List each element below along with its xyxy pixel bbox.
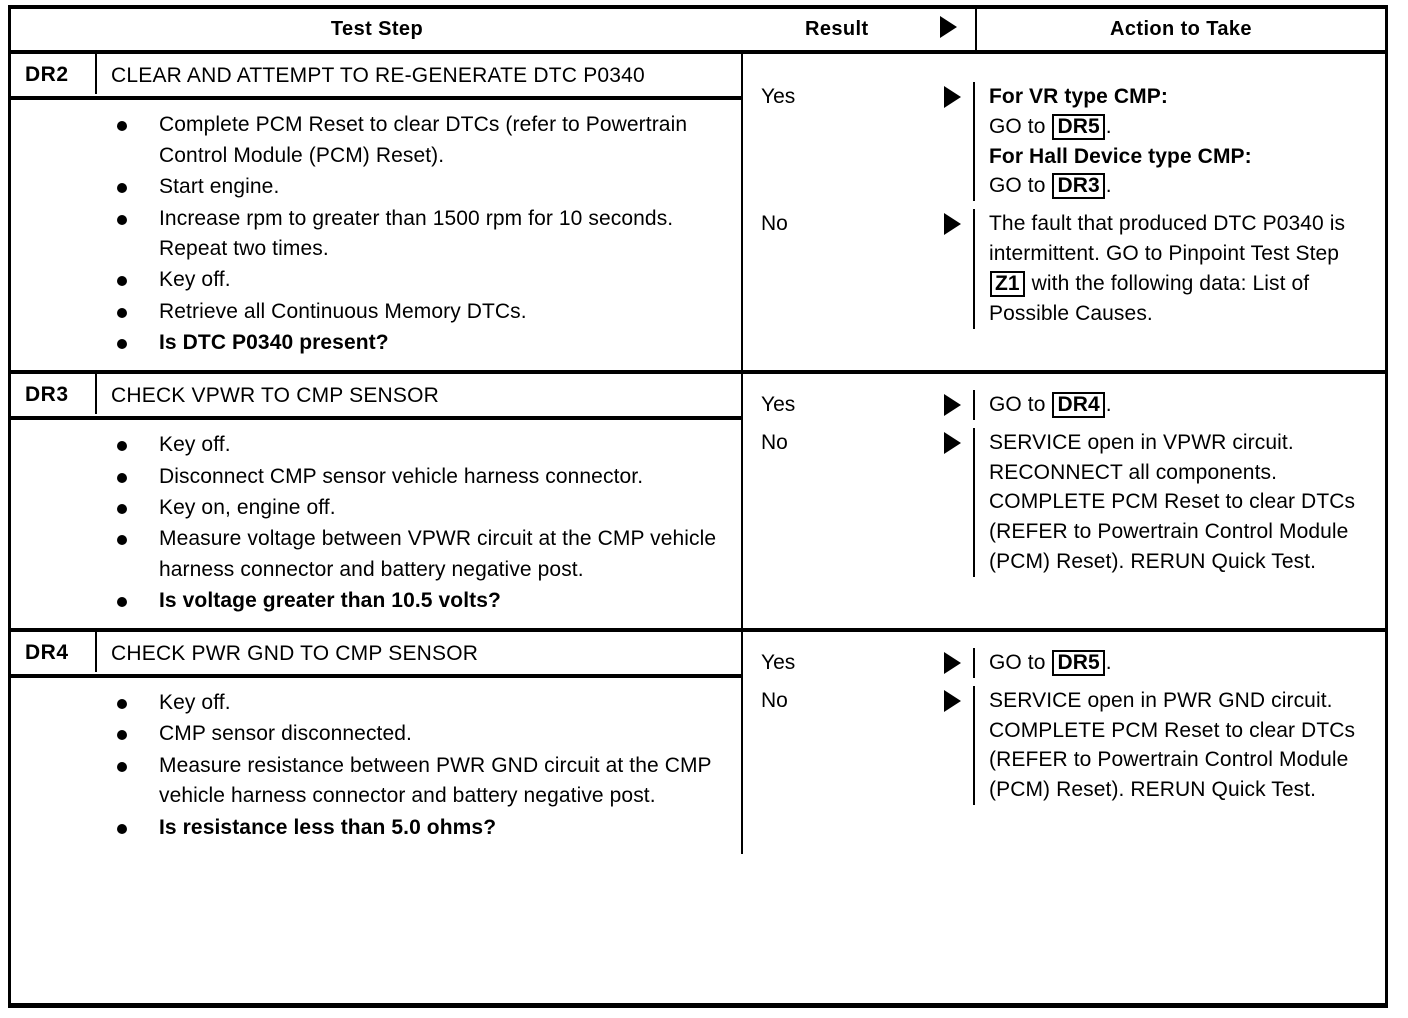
result-branch: Yes GO to DR5. <box>743 647 1383 678</box>
action-text-segment: . <box>1105 650 1112 674</box>
bullet-item: Measure resistance between PWR GND circu… <box>11 751 727 812</box>
result-action-column: Yes GO to DR5. No SERVICE open in PWR GND c… <box>743 632 1383 854</box>
bullet-item: Is voltage greater than 10.5 volts? <box>11 586 727 616</box>
result-label: No <box>761 430 788 454</box>
action-text-segment: The fault that produced DTC P0340 is int… <box>989 212 1346 266</box>
step-reference-z1[interactable]: Z1 <box>990 270 1025 297</box>
result-label: Yes <box>761 85 796 108</box>
action-line: The fault that produced DTC P0340 is int… <box>989 209 1373 328</box>
action-text-segment: with the following data: List of Possibl… <box>989 271 1310 325</box>
action-text: GO to DR4. <box>975 390 1383 420</box>
bullet-item: Retrieve all Continuous Memory DTCs. <box>11 297 727 327</box>
action-text-segment: GO to <box>989 114 1052 138</box>
column-header-result: Result <box>743 9 977 50</box>
step-reference-dr5[interactable]: DR5 <box>1052 113 1105 140</box>
bullet-item: Is resistance less than 5.0 ohms? <box>11 813 727 843</box>
action-line: For Hall Device type CMP: <box>989 144 1252 168</box>
result-value: Yes <box>743 389 975 420</box>
action-text-segment: GO to <box>989 650 1052 674</box>
column-header-result-label: Result <box>805 18 869 40</box>
test-step-column: DR4 CHECK PWR GND TO CMP SENSOR Key off.CM… <box>11 631 743 855</box>
test-step-section: DR4 CHECK PWR GND TO CMP SENSOR Key off.CM… <box>11 631 1385 855</box>
step-reference-dr5[interactable]: DR5 <box>1052 649 1105 676</box>
bullet-item: Is DTC P0340 present? <box>11 328 727 358</box>
result-action-column: Yes GO to DR4. No SERVICE open in VPWR circ… <box>743 374 1383 628</box>
result-label: Yes <box>761 392 796 416</box>
action-line: GO to DR4. <box>989 390 1373 420</box>
test-step-bullet-list: Key off.CMP sensor disconnected.Measure … <box>11 678 741 854</box>
result-label: No <box>761 688 788 712</box>
bullet-item: Complete PCM Reset to clear DTCs (refer … <box>11 110 727 171</box>
action-line: SERVICE open in PWR GND circuit. COMPLET… <box>989 688 1356 802</box>
test-step-section: DR3 CHECK VPWR TO CMP SENSOR Key off.Disco… <box>11 373 1385 632</box>
column-header-test-step: Test Step <box>330 18 424 40</box>
bullet-item: CMP sensor disconnected. <box>11 719 727 749</box>
action-text: SERVICE open in PWR GND circuit. COMPLET… <box>975 686 1383 805</box>
test-step-title-row: DR4 CHECK PWR GND TO CMP SENSOR <box>11 631 741 679</box>
triangle-right-icon <box>944 431 961 454</box>
step-id-dr2: DR2 <box>11 54 97 94</box>
result-branch: No SERVICE open in PWR GND circuit. COMPL… <box>743 685 1383 805</box>
action-line: For VR type CMP: <box>989 85 1168 108</box>
test-step-title-row: DR3 CHECK VPWR TO CMP SENSOR <box>11 373 741 421</box>
result-value: No <box>743 209 975 329</box>
test-step-section: DR2 CLEAR AND ATTEMPT TO RE-GENERATE DTC … <box>11 54 1385 374</box>
action-line: SERVICE open in VPWR circuit. RECONNECT … <box>989 430 1356 574</box>
test-step-bullet-list: Complete PCM Reset to clear DTCs (refer … <box>11 100 741 370</box>
step-id-dr4: DR4 <box>11 631 97 672</box>
result-branch: No The fault that produced DTC P0340 is i… <box>743 209 1383 329</box>
action-text-segment: GO to <box>989 392 1052 416</box>
action-line: GO to DR5. <box>989 648 1373 678</box>
test-step-column: DR2 CLEAR AND ATTEMPT TO RE-GENERATE DTC … <box>11 54 743 370</box>
action-text: The fault that produced DTC P0340 is int… <box>975 209 1383 328</box>
action-line: GO to DR5. <box>989 112 1373 142</box>
bullet-item: Key off. <box>11 265 727 295</box>
spacer <box>743 64 1383 82</box>
action-text: For VR type CMP:GO to DR5.For Hall Devic… <box>975 82 1383 201</box>
action-text: SERVICE open in VPWR circuit. RECONNECT … <box>975 428 1383 577</box>
test-step-bullet-list: Key off.Disconnect CMP sensor vehicle ha… <box>11 420 741 628</box>
result-value: No <box>743 685 975 805</box>
triangle-right-icon <box>940 15 957 44</box>
triangle-right-icon <box>944 651 961 674</box>
triangle-right-icon <box>944 393 961 416</box>
step-reference-dr3[interactable]: DR3 <box>1052 173 1105 200</box>
test-step-title-row: DR2 CLEAR AND ATTEMPT TO RE-GENERATE DTC … <box>11 54 741 101</box>
bullet-item: Key off. <box>11 430 727 460</box>
bullet-item: Disconnect CMP sensor vehicle harness co… <box>11 462 727 492</box>
bullet-item: Key on, engine off. <box>11 493 727 523</box>
bullet-item: Increase rpm to greater than 1500 rpm fo… <box>11 204 727 265</box>
bullet-item: Start engine. <box>11 172 727 202</box>
bullet-item: Measure voltage between VPWR circuit at … <box>11 524 727 585</box>
action-text-segment: . <box>1105 174 1112 198</box>
triangle-right-icon <box>944 213 961 236</box>
result-value: No <box>743 427 975 577</box>
column-header-action-to-take: Action to Take <box>1110 18 1252 40</box>
triangle-right-icon <box>944 86 961 108</box>
test-step-column: DR3 CHECK VPWR TO CMP SENSOR Key off.Disco… <box>11 373 743 628</box>
result-label: Yes <box>761 650 796 674</box>
table-body: DR2 CLEAR AND ATTEMPT TO RE-GENERATE DTC … <box>11 54 1385 855</box>
pinpoint-test-table: Test Step Result Action to Take DR2 CLEAR… <box>8 5 1388 1008</box>
triangle-right-icon <box>944 689 961 712</box>
bullet-item: Key off. <box>11 688 727 718</box>
result-value: Yes <box>743 82 975 202</box>
action-text: GO to DR5. <box>975 648 1383 678</box>
step-reference-dr4[interactable]: DR4 <box>1052 391 1105 418</box>
action-text-segment: . <box>1105 114 1112 138</box>
step-id-dr3: DR3 <box>11 373 97 414</box>
step-title: CHECK PWR GND TO CMP SENSOR <box>111 641 479 665</box>
step-title: CHECK VPWR TO CMP SENSOR <box>111 383 440 407</box>
step-title: CLEAR AND ATTEMPT TO RE-GENERATE DTC P03… <box>111 64 645 87</box>
result-label: No <box>761 212 788 236</box>
result-branch: Yes GO to DR4. <box>743 389 1383 420</box>
result-branch: No SERVICE open in VPWR circuit. RECONNEC… <box>743 427 1383 577</box>
action-text-segment: . <box>1105 392 1112 416</box>
result-value: Yes <box>743 647 975 678</box>
action-text-segment: GO to <box>989 174 1052 198</box>
action-line: GO to DR3. <box>989 171 1373 201</box>
table-header-row: Test Step Result Action to Take <box>11 9 1385 54</box>
